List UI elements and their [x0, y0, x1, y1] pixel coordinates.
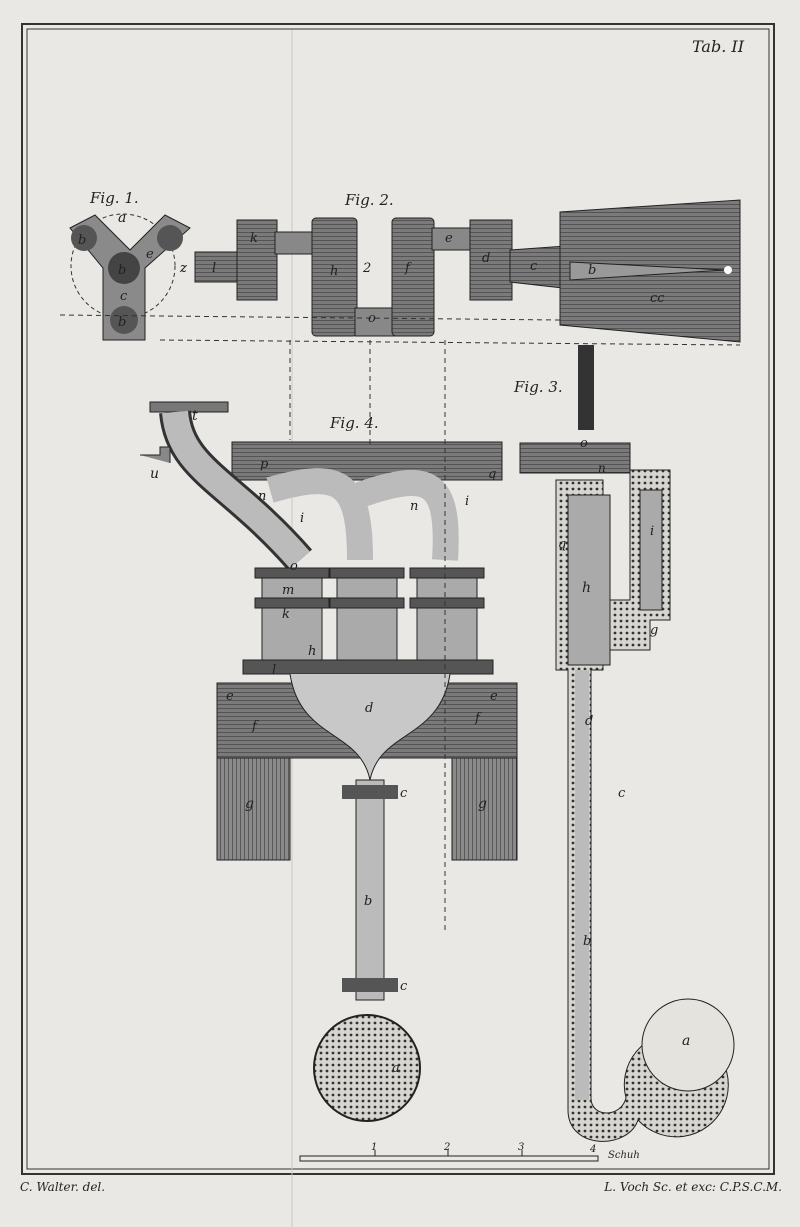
part-label: l	[212, 261, 216, 276]
part-label: z	[179, 261, 187, 276]
part-label: q	[488, 467, 496, 482]
part-label: a	[682, 1033, 690, 1049]
part-label: o	[368, 311, 376, 326]
part-label: cc	[650, 291, 665, 306]
part-label: e	[490, 689, 498, 704]
part-label: c	[400, 786, 408, 801]
part-label: c	[120, 289, 128, 304]
part-label: h	[330, 264, 338, 279]
part-label: d	[365, 701, 373, 716]
part-label: c	[618, 786, 626, 801]
scale-bar: 1 2 3 4 Schuh	[299, 1142, 640, 1162]
part-label: i	[465, 494, 469, 509]
part-label: k	[282, 607, 290, 622]
part-label: o	[580, 436, 588, 451]
part-label: e	[226, 689, 234, 704]
part-label: z	[179, 261, 187, 276]
part-label: f	[474, 711, 482, 726]
scale-unit: Schuh	[608, 1150, 640, 1161]
plate-border-outer	[21, 23, 775, 1175]
part-label: f	[404, 261, 412, 276]
part-label: e	[445, 231, 453, 246]
plate-border-inner	[26, 28, 770, 1170]
part-label: h	[308, 644, 316, 659]
credit-engraver: L. Voch Sc. et exc: C.P.S.C.M.	[604, 1180, 782, 1194]
part-label: d	[585, 714, 593, 729]
part-label: i	[650, 524, 654, 539]
fig1-title: Fig. 1.	[89, 189, 139, 207]
fig4-title: Fig. 4.	[329, 414, 379, 432]
part-label: b	[588, 263, 596, 278]
part-label: a	[118, 210, 126, 226]
part-label: d	[482, 251, 490, 266]
part-label: u	[150, 466, 159, 482]
part-label: n	[258, 489, 266, 504]
part-label: a	[392, 1061, 400, 1076]
part-label: g	[478, 796, 487, 812]
part-label: t	[192, 408, 198, 424]
scale-tick-3: 3	[518, 1142, 524, 1153]
part-label: h	[582, 580, 591, 596]
part-label: e	[146, 247, 154, 262]
scale-tick-1: 1	[371, 1142, 377, 1153]
part-label: g	[650, 623, 658, 638]
figure-4: Fig. 4. t u p q n	[140, 340, 518, 1122]
part-label: l	[272, 663, 276, 678]
part-label: k	[250, 231, 258, 246]
part-label: n	[598, 461, 606, 475]
part-label: q	[558, 537, 566, 552]
part-label: i	[300, 511, 304, 526]
part-label: g	[245, 796, 254, 812]
part-label: c	[530, 259, 538, 274]
figure-3: Fig. 3. o h q i g d c b a n	[513, 345, 735, 1142]
part-label: m	[282, 583, 294, 598]
figure-2: Fig. 2. k h 2 o f e d c b cc z l	[59, 191, 741, 346]
part-label: o	[290, 559, 298, 574]
part-label: f	[251, 719, 259, 734]
fig3-title: Fig. 3.	[513, 378, 563, 396]
plate-title: Tab. II	[692, 37, 745, 56]
scale-tick-2: 2	[443, 1142, 450, 1153]
part-label: 2	[362, 261, 371, 276]
fig2-title: Fig. 2.	[344, 191, 394, 209]
figure-1: Fig. 1. a b b b c e z	[69, 189, 191, 341]
credit-draftsman: C. Walter. del.	[20, 1180, 106, 1194]
part-label: b	[118, 315, 126, 330]
part-label: b	[364, 894, 372, 909]
scale-tick-4: 4	[589, 1144, 596, 1155]
part-label: n	[410, 499, 418, 514]
part-label: c	[400, 979, 408, 994]
part-label: b	[583, 934, 591, 949]
part-label: p	[260, 457, 269, 472]
part-label: b	[118, 263, 126, 278]
part-label: b	[78, 233, 86, 248]
